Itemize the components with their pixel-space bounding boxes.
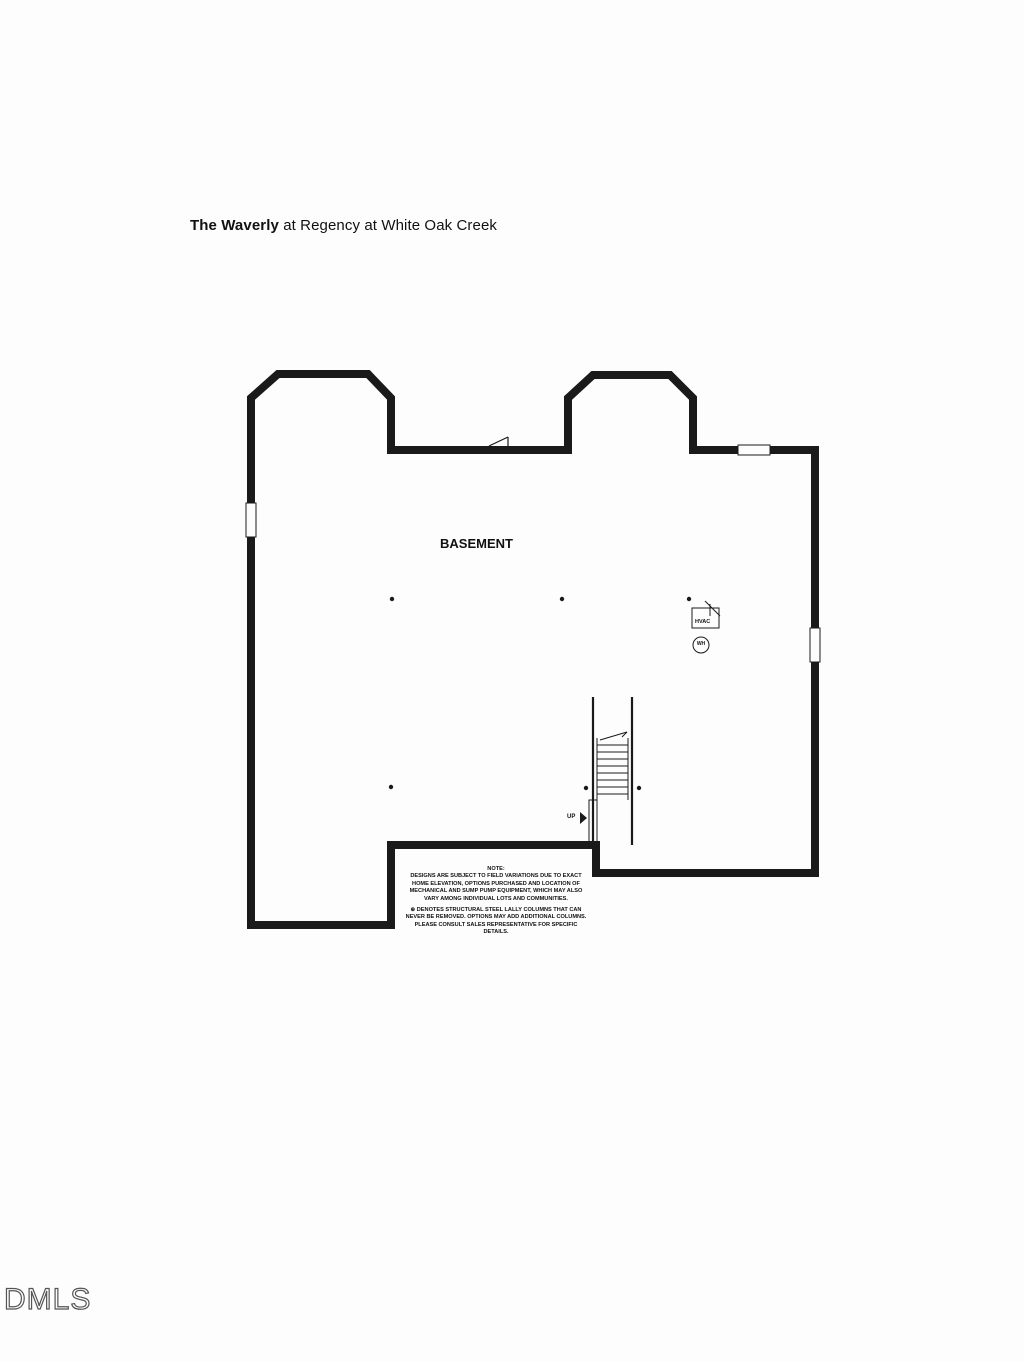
note-columns: ⊕ DENOTES STRUCTURAL STEEL LALLY COLUMNS… [404,907,588,937]
stairwell [588,697,634,845]
lally-column [686,596,692,602]
lally-column [388,784,394,790]
page-title: The Waverly at Regency at White Oak Cree… [190,217,497,234]
note-heading: NOTE: [487,866,505,872]
note-body: DESIGNS ARE SUBJECT TO FIELD VARIATIONS … [409,873,583,902]
lally-column [389,596,395,602]
exterior-wall [247,370,819,929]
stair-up-label: UP [567,814,576,820]
title-community: at Regency at White Oak Creek [278,217,498,234]
stair-up-arrow-icon [580,812,587,824]
water-heater-icon [692,636,710,654]
column-symbol-icon: ⊕ [410,907,416,914]
hose-bib-icon [488,436,509,450]
water-heater-label: WH [696,641,706,647]
window-north [737,444,771,456]
plan-note: NOTE: DESIGNS ARE SUBJECT TO FIELD VARIA… [404,866,588,937]
watermark: DMLS [3,1282,92,1316]
note-columns-text: DENOTES STRUCTURAL STEEL LALLY COLUMNS T… [405,907,587,936]
window-east [809,627,821,663]
lally-column [559,596,565,602]
lally-column [583,785,589,791]
window-west [245,502,257,538]
stair-landing [588,799,598,843]
hvac-label: HVAC [695,619,711,625]
lally-column [636,785,642,791]
title-plan-name: The Waverly [190,217,279,234]
hvac-icon [691,600,721,629]
room-label-basement: BASEMENT [440,536,513,551]
